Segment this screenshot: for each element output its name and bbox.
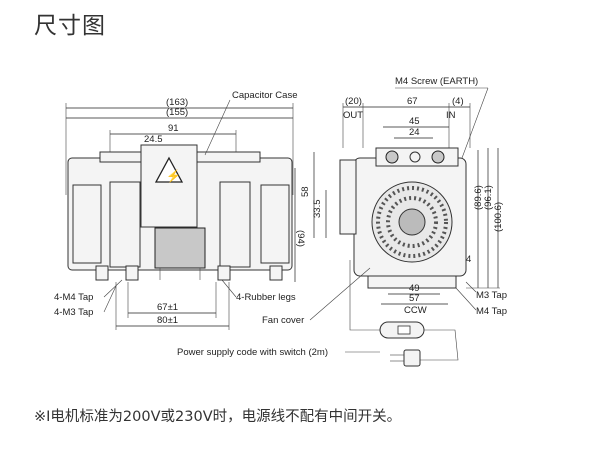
left-cylinder (72, 184, 102, 264)
label-4-rubber-legs: 4-Rubber legs (236, 292, 296, 303)
side-cap (339, 159, 357, 235)
dim-80-pm1: 80±1 (157, 315, 178, 326)
dim-67: 67 (407, 96, 418, 107)
label-m4-screw-earth: M4 Screw (EARTH) (395, 76, 478, 87)
screw (409, 151, 421, 163)
dim-96-1: (96.1) (483, 185, 494, 210)
left-head (109, 181, 141, 268)
front-view: (163) (155) 91 24.5 ⚡ (94) 67±1 80 (54, 90, 306, 330)
label-in: IN (446, 110, 456, 121)
label-capacitor-case: Capacitor Case (232, 90, 297, 101)
label-4-m4-tap: 4-M4 Tap (54, 292, 93, 303)
side-view: (20) 67 (4) OUT IN 45 24 M4 Screw (EARTH… (177, 76, 507, 367)
label-m3-tap: M3 Tap (476, 290, 507, 301)
dim-57: 57 (409, 293, 420, 304)
label-m4-tap: M4 Tap (476, 306, 507, 317)
dim-100-6: (100.6) (493, 202, 504, 232)
motor-block (154, 227, 206, 269)
dim-24: 24 (409, 127, 420, 138)
dim-24-5: 24.5 (144, 134, 163, 145)
dim-45: 45 (409, 116, 420, 127)
capacitor-case (140, 144, 198, 228)
label-ccw: CCW (404, 305, 427, 316)
dim-91: 91 (168, 123, 179, 134)
base-plate (367, 275, 457, 289)
dim-58: 58 (300, 186, 311, 197)
inlet-port (431, 150, 445, 164)
dim-20: (20) (345, 96, 362, 107)
svg-text:⚡: ⚡ (166, 169, 181, 183)
power-plug (403, 349, 421, 367)
dim-33-5: 33.5 (312, 200, 323, 219)
outlet-port (385, 150, 399, 164)
dim-4-top: (4) (452, 96, 464, 107)
dim-163: (163) (166, 97, 188, 108)
label-power-cord: Power supply code with switch (2m) (177, 347, 328, 358)
rubber-leg (125, 265, 139, 281)
rubber-leg (269, 265, 283, 281)
rubber-leg (217, 265, 231, 281)
right-cylinder (260, 184, 290, 264)
dim-49: 49 (409, 283, 420, 294)
page-title: 尺寸图 (34, 13, 106, 39)
label-4-m3-tap: 4-M3 Tap (54, 307, 93, 318)
rubber-leg (95, 265, 109, 281)
label-fan-cover: Fan cover (262, 315, 304, 326)
footnote: ※I电机标准为200V或230V时，电源线不配有中间开关。 (34, 409, 402, 425)
dim-4-side: 4 (466, 254, 471, 265)
dim-155: (155) (166, 107, 188, 118)
dim-94: (94) (295, 230, 306, 247)
label-out: OUT (343, 110, 363, 121)
dim-67-pm1: 67±1 (157, 302, 178, 313)
warning-icon (154, 156, 184, 183)
dim-89-6: (89.6) (473, 185, 484, 210)
right-head (219, 181, 251, 268)
